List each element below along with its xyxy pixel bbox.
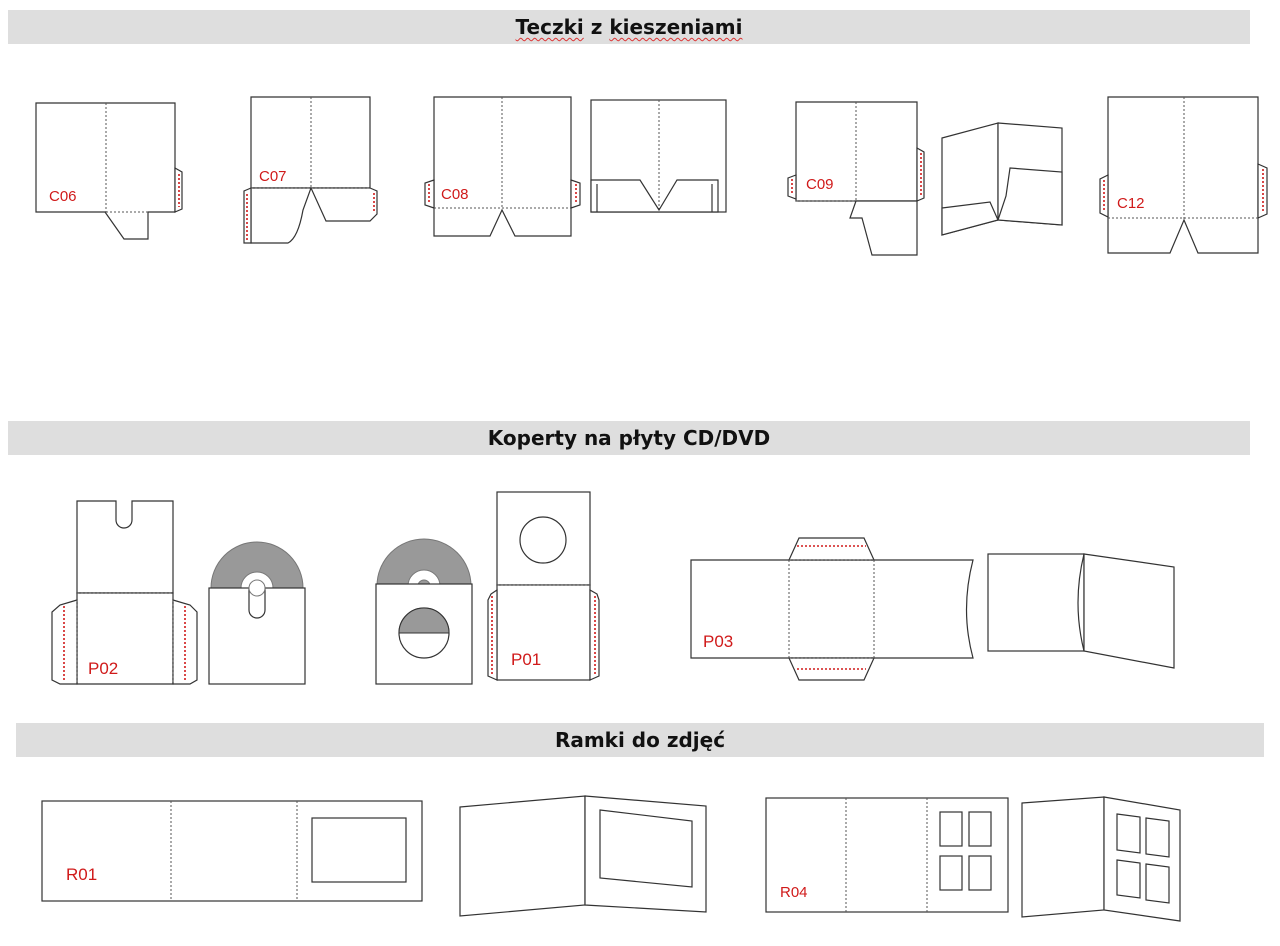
template-c09-folded bbox=[941, 122, 1063, 236]
section-banner-cd-envelopes: Koperty na płyty CD/DVD bbox=[8, 421, 1250, 455]
template-r01: R01 bbox=[41, 800, 423, 902]
template-r01-folded bbox=[459, 795, 707, 917]
label-r04: R04 bbox=[780, 884, 808, 901]
template-c08: C08 bbox=[424, 96, 581, 237]
section-banner-folders: Teczki z kieszeniami bbox=[8, 10, 1250, 44]
template-p01-with-disc bbox=[375, 538, 473, 685]
template-p03-folded bbox=[987, 553, 1175, 669]
label-p03: P03 bbox=[703, 632, 733, 651]
template-c07: C07 bbox=[243, 96, 378, 244]
label-c06: C06 bbox=[49, 188, 77, 205]
template-p01: P01 bbox=[487, 491, 600, 681]
template-p02: P02 bbox=[51, 500, 198, 685]
template-p02-with-disc bbox=[208, 541, 306, 685]
template-c09: C09 bbox=[787, 101, 925, 256]
label-c12: C12 bbox=[1117, 195, 1145, 212]
section-banner-photo-frames: Ramki do zdjęć bbox=[16, 723, 1264, 757]
label-p02: P02 bbox=[88, 659, 118, 678]
section-title-folders: Teczki z kieszeniami bbox=[515, 15, 743, 39]
label-c07: C07 bbox=[259, 168, 287, 185]
template-c06: C06 bbox=[35, 102, 183, 240]
section-title-cd-envelopes: Koperty na płyty CD/DVD bbox=[487, 426, 771, 450]
template-p03: P03 bbox=[690, 537, 974, 681]
section-title-photo-frames: Ramki do zdjęć bbox=[554, 728, 726, 752]
template-r04-folded bbox=[1021, 796, 1181, 922]
label-c09: C09 bbox=[806, 176, 834, 193]
label-c08: C08 bbox=[441, 186, 469, 203]
label-p01: P01 bbox=[511, 650, 541, 669]
template-c08-folded bbox=[590, 99, 727, 213]
label-r01: R01 bbox=[66, 865, 97, 884]
template-r04: R04 bbox=[765, 797, 1009, 913]
template-c12: C12 bbox=[1099, 96, 1268, 254]
